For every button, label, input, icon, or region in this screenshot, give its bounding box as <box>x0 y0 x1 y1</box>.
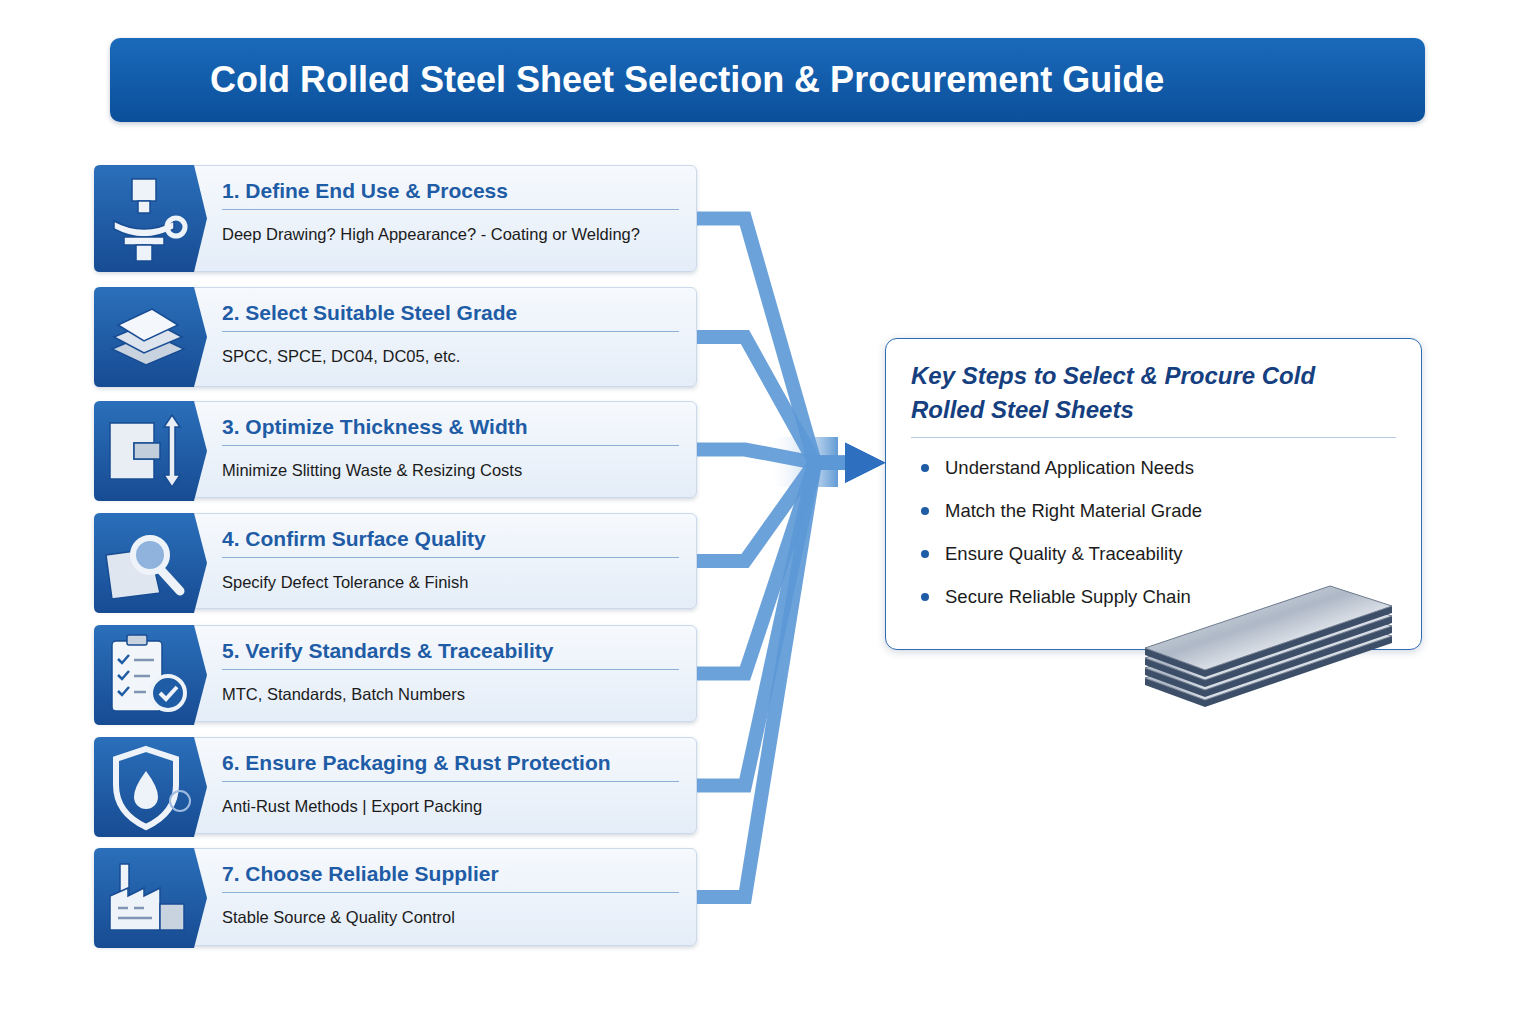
step-box: 5. Verify Standards & TraceabilityMTC, S… <box>94 625 697 722</box>
bullet-item: Ensure Quality & Traceability <box>911 532 1396 575</box>
flow-connector <box>697 337 855 463</box>
flow-connector <box>697 463 855 674</box>
title-banner: Cold Rolled Steel Sheet Selection & Proc… <box>110 38 1425 122</box>
step-box: 4. Confirm Surface QualitySpecify Defect… <box>94 513 697 609</box>
step-description: SPCC, SPCE, DC04, DC05, etc. <box>222 346 679 366</box>
bullet-item: Understand Application Needs <box>911 446 1396 489</box>
step-heading: 1. Define End Use & Process <box>222 178 679 210</box>
step-description: Specify Defect Tolerance & Finish <box>222 572 679 592</box>
summary-box: Key Steps to Select & Procure Cold Rolle… <box>885 338 1422 650</box>
step-box: 3. Optimize Thickness & WidthMinimize Sl… <box>94 401 697 498</box>
step-box: 6. Ensure Packaging & Rust ProtectionAnt… <box>94 737 697 834</box>
step-heading: 4. Confirm Surface Quality <box>222 526 679 558</box>
summary-heading: Key Steps to Select & Procure Cold Rolle… <box>911 359 1396 438</box>
flow-connector <box>697 463 855 897</box>
step-heading: 5. Verify Standards & Traceability <box>222 638 679 670</box>
step-description: Minimize Slitting Waste & Resizing Costs <box>222 460 679 480</box>
step-heading: 7. Choose Reliable Supplier <box>222 861 679 893</box>
title-text: Cold Rolled Steel Sheet Selection & Proc… <box>210 59 1164 100</box>
flow-connector <box>697 450 855 463</box>
step-description: Stable Source & Quality Control <box>222 907 679 927</box>
step-description: Anti-Rust Methods | Export Packing <box>222 796 679 816</box>
step-box: 2. Select Suitable Steel GradeSPCC, SPCE… <box>94 287 697 387</box>
bullet-item: Secure Reliable Supply Chain <box>911 575 1396 618</box>
step-description: Deep Drawing? High Appearance? - Coating… <box>222 224 679 244</box>
bullet-item: Match the Right Material Grade <box>911 489 1396 532</box>
step-heading: 6. Ensure Packaging & Rust Protection <box>222 750 679 782</box>
step-heading: 2. Select Suitable Steel Grade <box>222 300 679 332</box>
step-description: MTC, Standards, Batch Numbers <box>222 684 679 704</box>
step-heading: 3. Optimize Thickness & Width <box>222 414 679 446</box>
step-box: 1. Define End Use & ProcessDeep Drawing?… <box>94 165 697 272</box>
step-box: 7. Choose Reliable SupplierStable Source… <box>94 848 697 946</box>
flow-connector <box>697 463 855 561</box>
arrow-fade <box>768 437 838 487</box>
flow-connector <box>697 219 855 463</box>
flow-connector <box>697 463 855 786</box>
